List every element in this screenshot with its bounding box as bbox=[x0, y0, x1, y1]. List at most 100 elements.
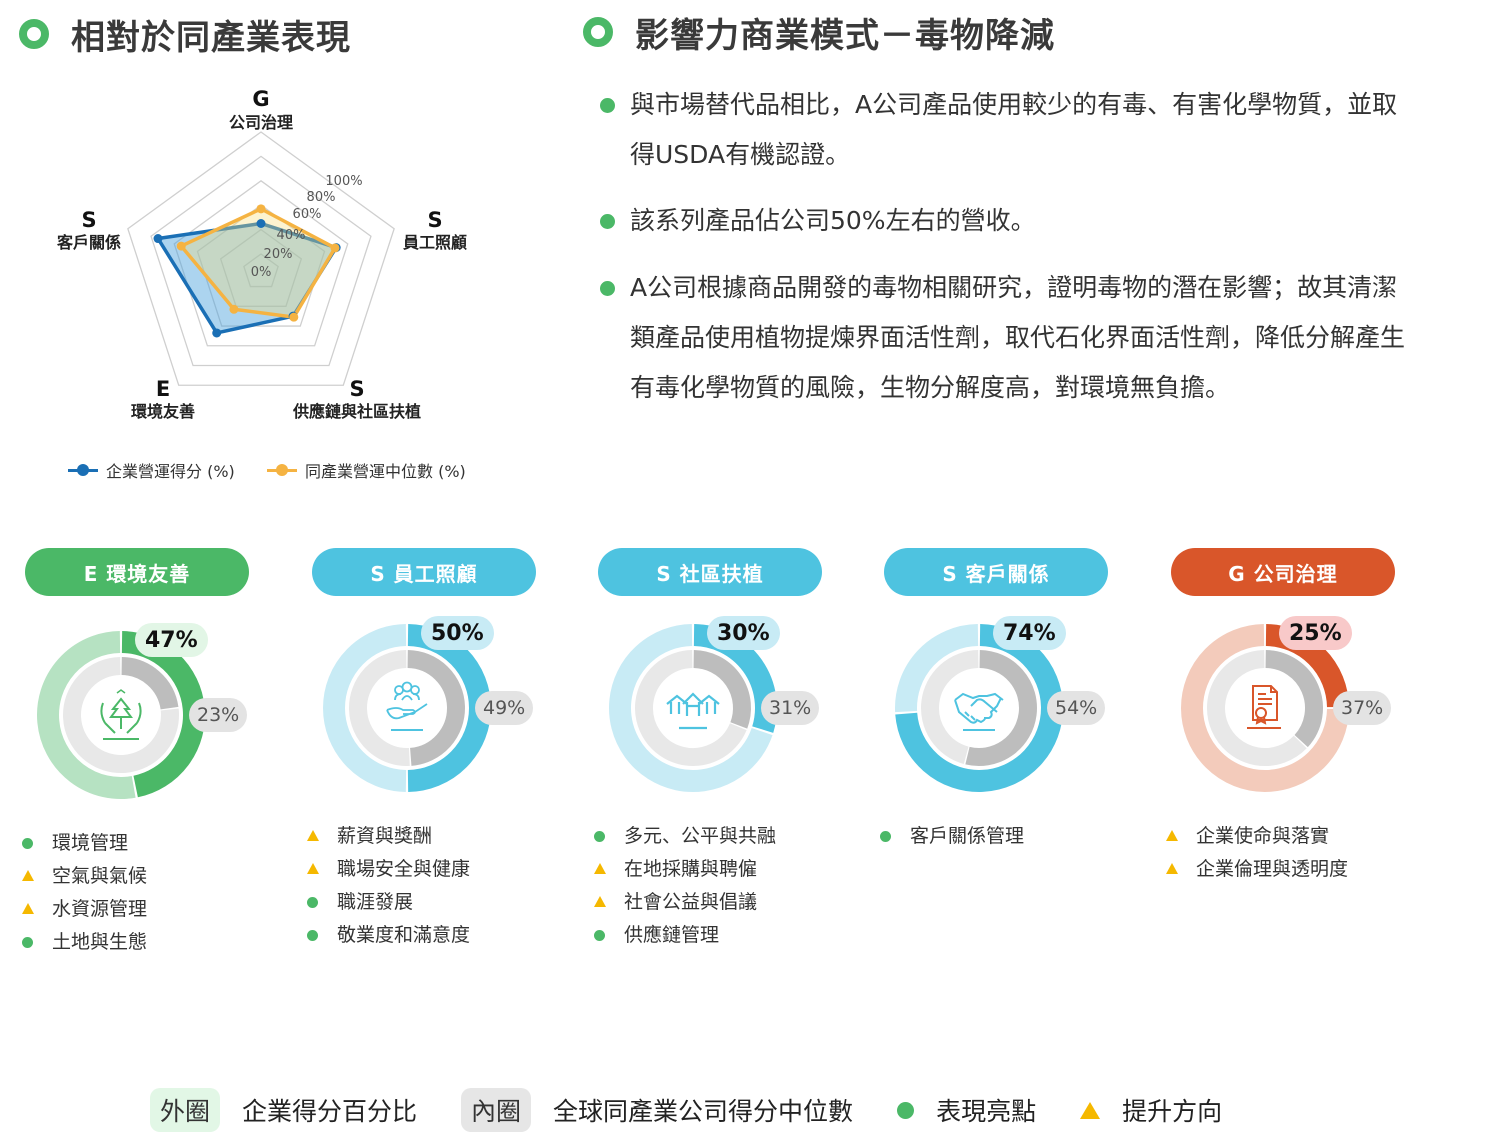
outer-ring-remainder bbox=[1181, 624, 1349, 792]
list-item: 環境管理 bbox=[22, 827, 147, 860]
list-item: 職涯發展 bbox=[307, 886, 470, 919]
axis-letter: S bbox=[427, 208, 442, 232]
axis-label-environment: 環境友善 bbox=[131, 402, 195, 421]
list-item-label: 客戶關係管理 bbox=[910, 825, 1025, 847]
radar-data-point bbox=[289, 312, 299, 322]
paragraph-3: A公司根據商品開發的毒物相關研究，證明毒物的潛在影響；故其清潔類產品使用植物提煉… bbox=[600, 263, 1420, 413]
highlight-label: 表現亮點 bbox=[936, 1097, 1037, 1126]
list-item-label: 職場安全與健康 bbox=[337, 858, 471, 880]
axis-label-employee: 員工照顧 bbox=[402, 233, 467, 252]
outer-ring-remainder bbox=[37, 631, 136, 799]
footer-legend: 外圈 企業得分百分比 內圈 全球同產業公司得分中位數 表現亮點 提升方向 bbox=[150, 1088, 1222, 1132]
median-badge: 49% bbox=[475, 691, 534, 725]
improve-triangle-icon bbox=[22, 870, 34, 881]
outer-ring-label: 企業得分百分比 bbox=[242, 1097, 418, 1126]
axis-label-community: 供應鏈與社區扶植 bbox=[292, 402, 421, 421]
section-header-impact: 影響力商業模式－毒物降減 bbox=[583, 10, 1055, 56]
list-item: 水資源管理 bbox=[22, 893, 147, 926]
list-item-label: 水資源管理 bbox=[52, 898, 148, 920]
peer-series-area bbox=[179, 207, 337, 319]
peer-line-icon bbox=[267, 463, 297, 476]
radar-tick-labels: 0%20%40%60%80%100% bbox=[251, 174, 363, 280]
improve-triangle-icon bbox=[1166, 863, 1178, 874]
radar-tick-label: 80% bbox=[307, 190, 336, 205]
list-item-label: 社會公益與倡議 bbox=[624, 891, 758, 913]
list-item: 供應鏈管理 bbox=[594, 919, 776, 952]
radar-data-point bbox=[212, 328, 222, 338]
list-governance: 企業使命與落實企業倫理與透明度 bbox=[1166, 820, 1348, 886]
radar-tick-label: 20% bbox=[264, 247, 293, 262]
list-item: 企業使命與落實 bbox=[1166, 820, 1348, 853]
inner-ring-median bbox=[965, 650, 1037, 766]
score-badge: 74% bbox=[993, 616, 1066, 650]
donut-chart bbox=[879, 608, 1079, 808]
list-item-label: 土地與生態 bbox=[52, 931, 148, 953]
inner-ring-remainder bbox=[921, 650, 979, 764]
highlight-dot-icon bbox=[307, 930, 318, 941]
highlight-dot-icon bbox=[880, 831, 891, 842]
axis-label-governance: 公司治理 bbox=[229, 113, 293, 132]
highlight-dot-icon bbox=[897, 1101, 915, 1119]
radar-data-point bbox=[176, 241, 186, 251]
radar-legend-peer: 同產業營運中位數 (%) bbox=[267, 458, 466, 482]
radar-chart: 0%20%40%60%80%100% G 公司治理 S 員工照顧 S 供應鏈與社… bbox=[57, 87, 467, 421]
inner-ring-median bbox=[121, 657, 179, 710]
list-item-label: 空氣與氣候 bbox=[52, 865, 148, 887]
radar-data-point bbox=[229, 304, 239, 314]
list-item: 社會公益與倡議 bbox=[594, 886, 776, 919]
score-badge: 47% bbox=[135, 623, 208, 657]
median-badge: 54% bbox=[1047, 691, 1106, 725]
highlight-dot-icon bbox=[22, 937, 33, 948]
radar-ring bbox=[127, 131, 395, 386]
radar-ring bbox=[196, 204, 326, 327]
median-badge: 23% bbox=[189, 698, 248, 732]
radar-tick-label: 0% bbox=[251, 265, 272, 280]
certificate-icon bbox=[1247, 685, 1281, 729]
list-item-label: 企業倫理與透明度 bbox=[1196, 858, 1349, 880]
list-item: 土地與生態 bbox=[22, 926, 147, 959]
score-badge: 30% bbox=[707, 616, 780, 650]
inner-ring-remainder bbox=[349, 650, 410, 766]
list-community: 多元、公平與共融在地採購與聘僱社會公益與倡議供應鏈管理 bbox=[594, 820, 776, 952]
inner-ring-median bbox=[407, 650, 465, 766]
radar-data-point bbox=[256, 219, 266, 228]
highlight-dot-icon bbox=[22, 838, 33, 849]
outer-ring-remainder bbox=[895, 624, 979, 713]
list-item: 空氣與氣候 bbox=[22, 860, 147, 893]
paragraph-1: 與市場替代品相比，A公司產品使用較少的有毒、有害化學物質，並取得USDA有機認證… bbox=[600, 80, 1400, 180]
improve-triangle-icon bbox=[1080, 1101, 1101, 1119]
hands-tree-icon bbox=[100, 689, 142, 740]
radar-ring bbox=[150, 155, 372, 367]
handshake-icon bbox=[954, 692, 1004, 731]
list-item-label: 職涯發展 bbox=[337, 891, 414, 913]
inner-ring-median bbox=[1265, 650, 1323, 748]
inner-ring-label: 全球同產業公司得分中位數 bbox=[553, 1097, 854, 1126]
radar-data-point bbox=[256, 204, 266, 214]
improve-label: 提升方向 bbox=[1122, 1097, 1223, 1126]
list-item: 企業倫理與透明度 bbox=[1166, 853, 1348, 886]
list-item: 敬業度和滿意度 bbox=[307, 919, 470, 952]
radar-tick-label: 60% bbox=[293, 207, 322, 222]
ring-bullet-icon bbox=[583, 17, 613, 47]
list-environment: 環境管理空氣與氣候水資源管理土地與生態 bbox=[22, 827, 147, 959]
inner-ring-chip: 內圈 bbox=[461, 1088, 532, 1132]
improve-triangle-icon bbox=[22, 903, 34, 914]
radar-grid bbox=[127, 131, 395, 386]
highlight-dot-icon bbox=[594, 930, 605, 941]
axis-letter: S bbox=[349, 377, 364, 401]
green-dot-icon bbox=[600, 281, 615, 296]
axis-letter: E bbox=[156, 377, 170, 401]
radar-data-point bbox=[330, 243, 340, 253]
highlight-dot-icon bbox=[594, 831, 605, 842]
green-dot-icon bbox=[600, 98, 615, 113]
improve-triangle-icon bbox=[1166, 830, 1178, 841]
improve-triangle-icon bbox=[307, 830, 319, 841]
pill-customer: S 客戶關係 bbox=[884, 548, 1108, 596]
company-line-icon bbox=[68, 463, 98, 476]
score-badge: 50% bbox=[421, 616, 494, 650]
list-item-label: 在地採購與聘僱 bbox=[624, 858, 758, 880]
ring-bullet-icon bbox=[19, 19, 49, 49]
median-badge: 37% bbox=[1333, 691, 1392, 725]
list-item: 多元、公平與共融 bbox=[594, 820, 776, 853]
improve-triangle-icon bbox=[594, 896, 606, 907]
